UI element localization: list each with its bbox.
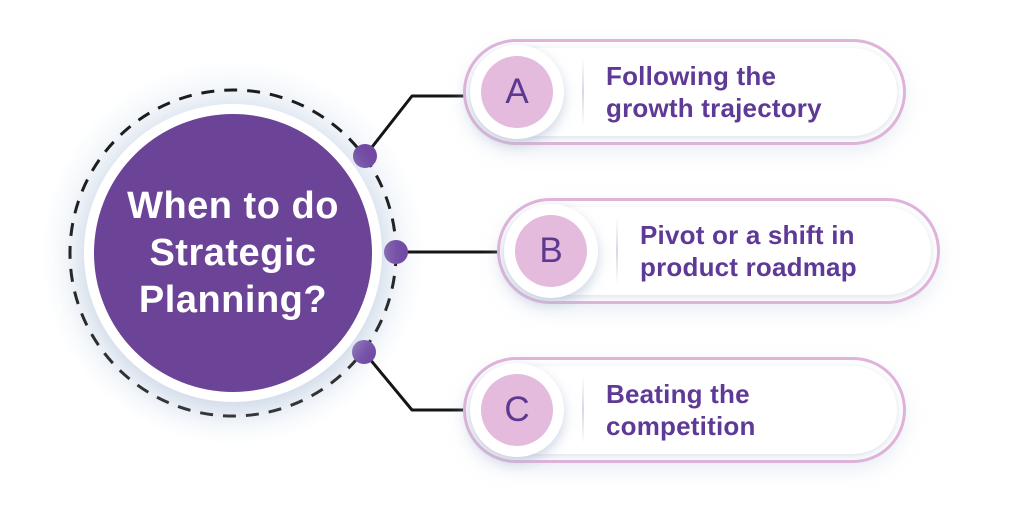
option-badge-c: C [470, 363, 564, 457]
option-pill-a: A Following the growth trajectory [463, 39, 906, 145]
pill-divider [582, 58, 584, 126]
central-title-line3: Planning? [138, 278, 328, 321]
option-letter-a: A [505, 72, 529, 111]
option-label-b: Pivot or a shift in product roadmap [640, 219, 857, 283]
connector-dot-a [353, 144, 377, 168]
option-label-c-line2: competition [606, 411, 756, 441]
option-label-a: Following the growth trajectory [606, 60, 822, 124]
central-title-line1: When to do [127, 184, 339, 227]
option-label-c: Beating the competition [606, 378, 756, 442]
option-badge-b: B [504, 204, 598, 298]
option-pill-b: B Pivot or a shift in product roadmap [497, 198, 940, 304]
option-label-b-line2: product roadmap [640, 252, 857, 282]
option-pill-c: C Beating the competition [463, 357, 906, 463]
badge-circle-c: C [481, 374, 553, 446]
option-label-c-line1: Beating the [606, 379, 750, 409]
pill-divider [582, 376, 584, 444]
option-label-a-line2: growth trajectory [606, 93, 822, 123]
connector-dot-c [352, 340, 376, 364]
central-title: When to do Strategic Planning? [127, 183, 339, 324]
option-letter-b: B [539, 231, 563, 270]
connector-line-c [362, 350, 472, 412]
badge-circle-b: B [515, 215, 587, 287]
option-badge-a: A [470, 45, 564, 139]
option-label-b-line1: Pivot or a shift in [640, 220, 855, 250]
option-letter-c: C [504, 390, 530, 429]
connector-dot-b [384, 240, 408, 264]
pill-divider [616, 217, 618, 285]
badge-circle-a: A [481, 56, 553, 128]
central-title-line2: Strategic [149, 231, 317, 274]
option-label-a-line1: Following the [606, 61, 777, 91]
central-topic-circle: When to do Strategic Planning? [84, 104, 382, 402]
connector-line-a [363, 94, 472, 158]
